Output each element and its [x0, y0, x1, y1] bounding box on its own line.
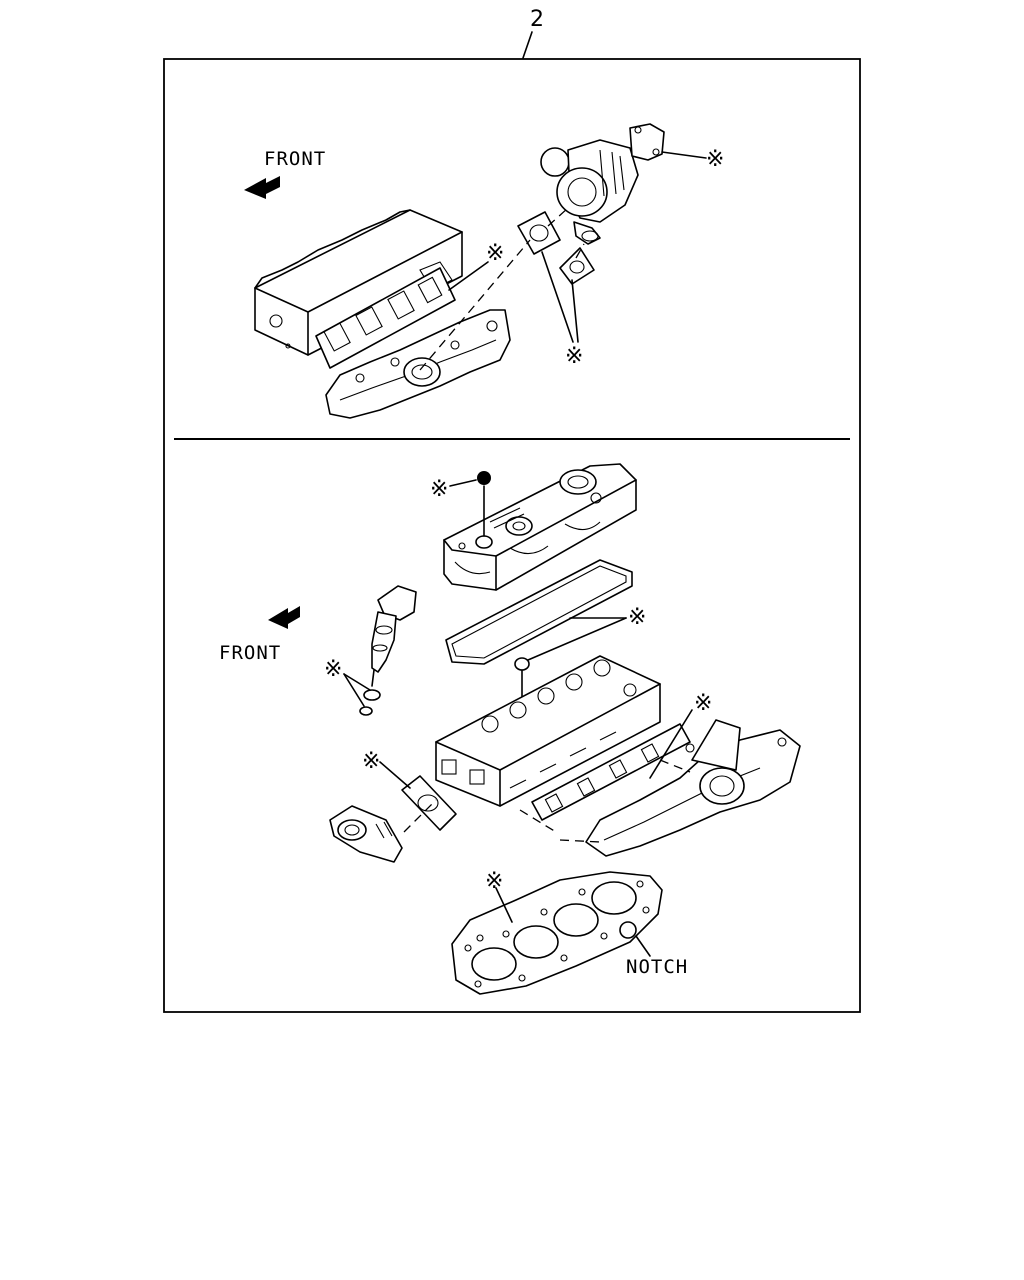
lower-leader-injector [343, 673, 371, 691]
lower-injector-oring [359, 706, 373, 716]
lower-front-label: FRONT [219, 642, 281, 664]
upper-turbo-inlet-gasket [517, 211, 561, 255]
callout-leader [522, 31, 533, 59]
lower-head-cover [443, 463, 637, 591]
lower-view: FRONT [219, 463, 801, 995]
upper-turbo-outlet-gasket [559, 247, 595, 285]
lower-assembly-line [559, 839, 601, 843]
upper-leader-manifold-gasket [448, 261, 489, 291]
lower-injector [371, 585, 417, 687]
lower-mark-oil-seal: ※ [430, 477, 448, 502]
lower-front-arrow-icon [268, 606, 300, 629]
upper-view: FRONT [244, 123, 724, 419]
lower-leader-manifold-gasket [649, 709, 693, 779]
lower-leader-notch [635, 935, 651, 957]
lower-water-outlet [329, 805, 403, 863]
lower-leader-head-gasket [495, 887, 513, 923]
lower-notch-detail [619, 921, 637, 939]
upper-mark-manifold-gasket: ※ [486, 241, 504, 266]
lower-mark-injector-seals: ※ [324, 657, 342, 682]
lower-cylinder-head-gasket [451, 871, 663, 995]
upper-leader-inlet [541, 251, 574, 343]
upper-turbocharger [540, 123, 665, 245]
lower-head-cover-gasket [445, 559, 633, 665]
lower-mark-outlet-gasket: ※ [362, 749, 380, 774]
lower-manifold-gasket [531, 723, 691, 821]
upper-front-arrow-icon [244, 176, 280, 199]
diagram-frame [163, 58, 861, 1013]
upper-mark-turbo-lower-gaskets: ※ [565, 344, 583, 369]
lower-mark-head-gasket: ※ [485, 869, 503, 894]
lower-exhaust-manifold [585, 719, 801, 857]
upper-mark-turbo-gasket: ※ [706, 147, 724, 172]
lower-leader-oil-seal [449, 479, 477, 487]
lower-notch-label: NOTCH [626, 956, 688, 978]
lower-valve-stem-seal [514, 657, 530, 671]
upper-manifold-gasket [315, 267, 456, 369]
lower-mark-cover-gasket: ※ [628, 605, 646, 630]
lower-injector-washer [363, 689, 381, 701]
lower-leader-outlet-gasket [379, 761, 411, 789]
lower-mark-manifold-gasket: ※ [694, 691, 712, 716]
lower-cylinder-head [435, 655, 661, 807]
lower-oil-filler-seal [477, 471, 491, 485]
upper-front-label: FRONT [264, 148, 326, 170]
upper-assembly-line [419, 239, 531, 371]
upper-exhaust-manifold [325, 309, 511, 419]
lower-water-outlet-gasket [401, 775, 457, 831]
upper-leader-turbo-gasket [661, 151, 707, 159]
callout-number: 2 [530, 7, 544, 32]
